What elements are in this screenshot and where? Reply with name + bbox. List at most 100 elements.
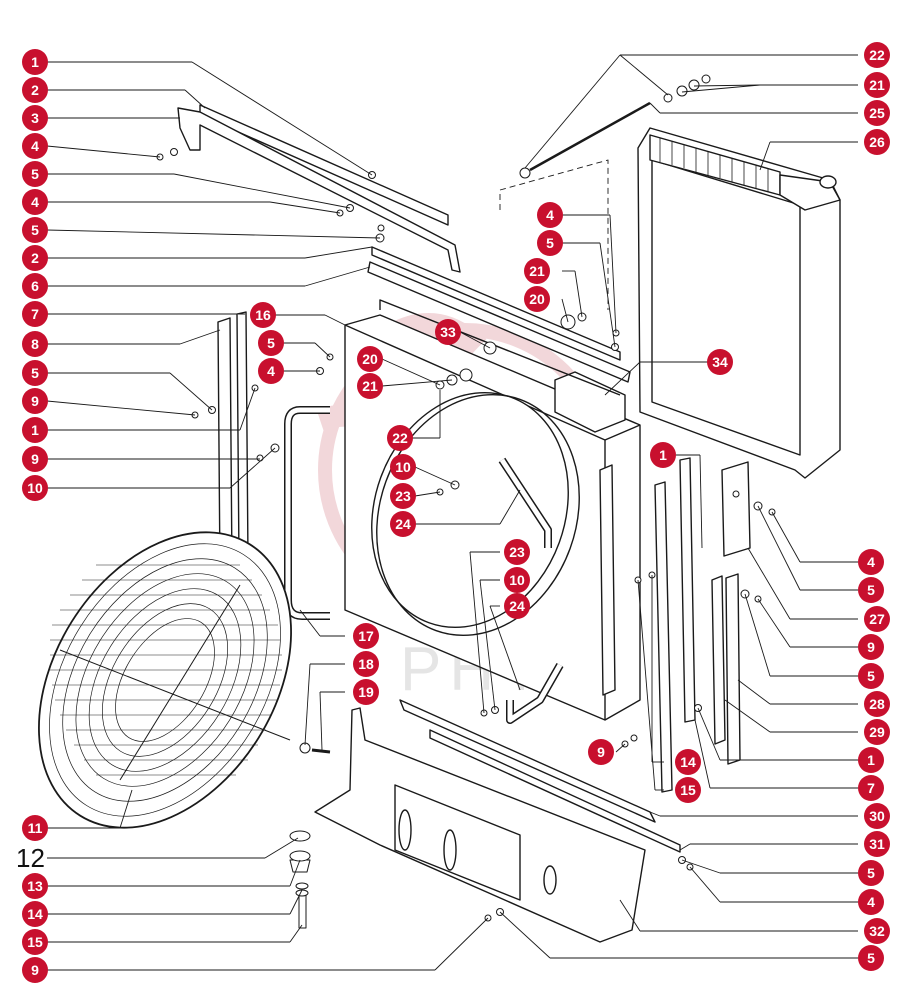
- callout-number: 9: [31, 393, 39, 409]
- callout-5: 5: [258, 330, 284, 356]
- callout-16: 16: [250, 302, 276, 328]
- callout-13: 13: [22, 873, 48, 899]
- callout-23: 23: [390, 483, 416, 509]
- callout-number: 21: [362, 378, 378, 394]
- callout-5: 5: [858, 577, 884, 603]
- callout-24: 24: [390, 511, 416, 537]
- callout-number: 25: [869, 105, 885, 121]
- callout-marker: [22, 189, 48, 215]
- callout-marker: [22, 301, 48, 327]
- callout-marker: [22, 105, 48, 131]
- callout-marker: [858, 860, 884, 886]
- callout-number: 24: [509, 598, 525, 614]
- callout-4: 4: [537, 202, 563, 228]
- fan-guard: [38, 531, 292, 829]
- callout-marker: [858, 549, 884, 575]
- callout-number: 19: [358, 684, 374, 700]
- part-label-12: 12: [16, 843, 45, 873]
- callout-1: 1: [858, 747, 884, 773]
- callout-20: 20: [524, 286, 550, 312]
- callout-marker: [588, 739, 614, 765]
- callout-31: 31: [864, 831, 890, 857]
- callout-7: 7: [22, 301, 48, 327]
- callout-number: 6: [31, 278, 39, 294]
- callout-number: 9: [31, 451, 39, 467]
- callout-7: 7: [858, 775, 884, 801]
- callout-number: 7: [31, 306, 39, 322]
- callout-marker: [22, 815, 48, 841]
- callout-number: 16: [255, 307, 271, 323]
- callout-marker: [22, 360, 48, 386]
- callout-number: 20: [529, 291, 545, 307]
- callout-28: 28: [864, 691, 890, 717]
- callout-29: 29: [864, 719, 890, 745]
- callout-15: 15: [675, 777, 701, 803]
- callout-number: 5: [546, 235, 554, 251]
- handle-24: [498, 457, 564, 724]
- callout-marker: [675, 749, 701, 775]
- callout-marker: [504, 567, 530, 593]
- callout-marker: [22, 929, 48, 955]
- callout-5: 5: [22, 161, 48, 187]
- callout-number: 5: [867, 668, 875, 684]
- callout-9: 9: [858, 634, 884, 660]
- callout-number: 15: [27, 934, 43, 950]
- callout-marker: [250, 302, 276, 328]
- callout-marker: [864, 691, 890, 717]
- parts: [38, 74, 841, 943]
- callout-marker: [22, 873, 48, 899]
- callout-marker: [353, 651, 379, 677]
- callout-number: 10: [395, 459, 411, 475]
- callout-21: 21: [864, 72, 890, 98]
- callout-marker: [22, 245, 48, 271]
- callout-number: 4: [867, 554, 875, 570]
- callout-number: 15: [680, 782, 696, 798]
- callout-21: 21: [357, 373, 383, 399]
- callout-number: 4: [267, 363, 275, 379]
- callout-2: 2: [22, 77, 48, 103]
- callout-marker: [864, 42, 890, 68]
- callout-number: 5: [267, 335, 275, 351]
- callout-marker: [390, 483, 416, 509]
- callout-marker: [864, 100, 890, 126]
- callout-marker: [387, 425, 413, 451]
- callout-4: 4: [858, 889, 884, 915]
- callout-number: 23: [395, 488, 411, 504]
- callout-marker: [858, 889, 884, 915]
- callout-5: 5: [858, 663, 884, 689]
- callout-marker: [864, 918, 890, 944]
- callout-4: 4: [858, 549, 884, 575]
- callout-number: 4: [31, 194, 39, 210]
- callout-10: 10: [390, 454, 416, 480]
- callout-number: 13: [27, 878, 43, 894]
- callout-number: 1: [867, 752, 875, 768]
- callout-number: 1: [31, 422, 39, 438]
- callout-number: 17: [358, 628, 374, 644]
- callout-marker: [22, 957, 48, 983]
- callout-20: 20: [357, 346, 383, 372]
- callout-marker: [858, 577, 884, 603]
- callout-24: 24: [504, 593, 530, 619]
- callout-25: 25: [864, 100, 890, 126]
- callout-number: 24: [395, 516, 411, 532]
- callout-marker: [524, 286, 550, 312]
- callout-19: 19: [353, 679, 379, 705]
- callout-number: 22: [392, 430, 408, 446]
- callout-number: 5: [867, 865, 875, 881]
- callout-11: 11: [22, 815, 48, 841]
- callout-marker: [537, 202, 563, 228]
- callout-5: 5: [22, 217, 48, 243]
- callout-marker: [864, 606, 890, 632]
- callout-number: 5: [867, 582, 875, 598]
- callout-10: 10: [22, 475, 48, 501]
- callout-number: 28: [869, 696, 885, 712]
- callout-marker: [435, 319, 461, 345]
- callout-14: 14: [675, 749, 701, 775]
- bottom-tray: [314, 699, 681, 943]
- callout-marker: [858, 775, 884, 801]
- callout-number: 11: [28, 820, 43, 836]
- callout-marker: [390, 454, 416, 480]
- callout-23: 23: [504, 539, 530, 565]
- callout-9: 9: [22, 957, 48, 983]
